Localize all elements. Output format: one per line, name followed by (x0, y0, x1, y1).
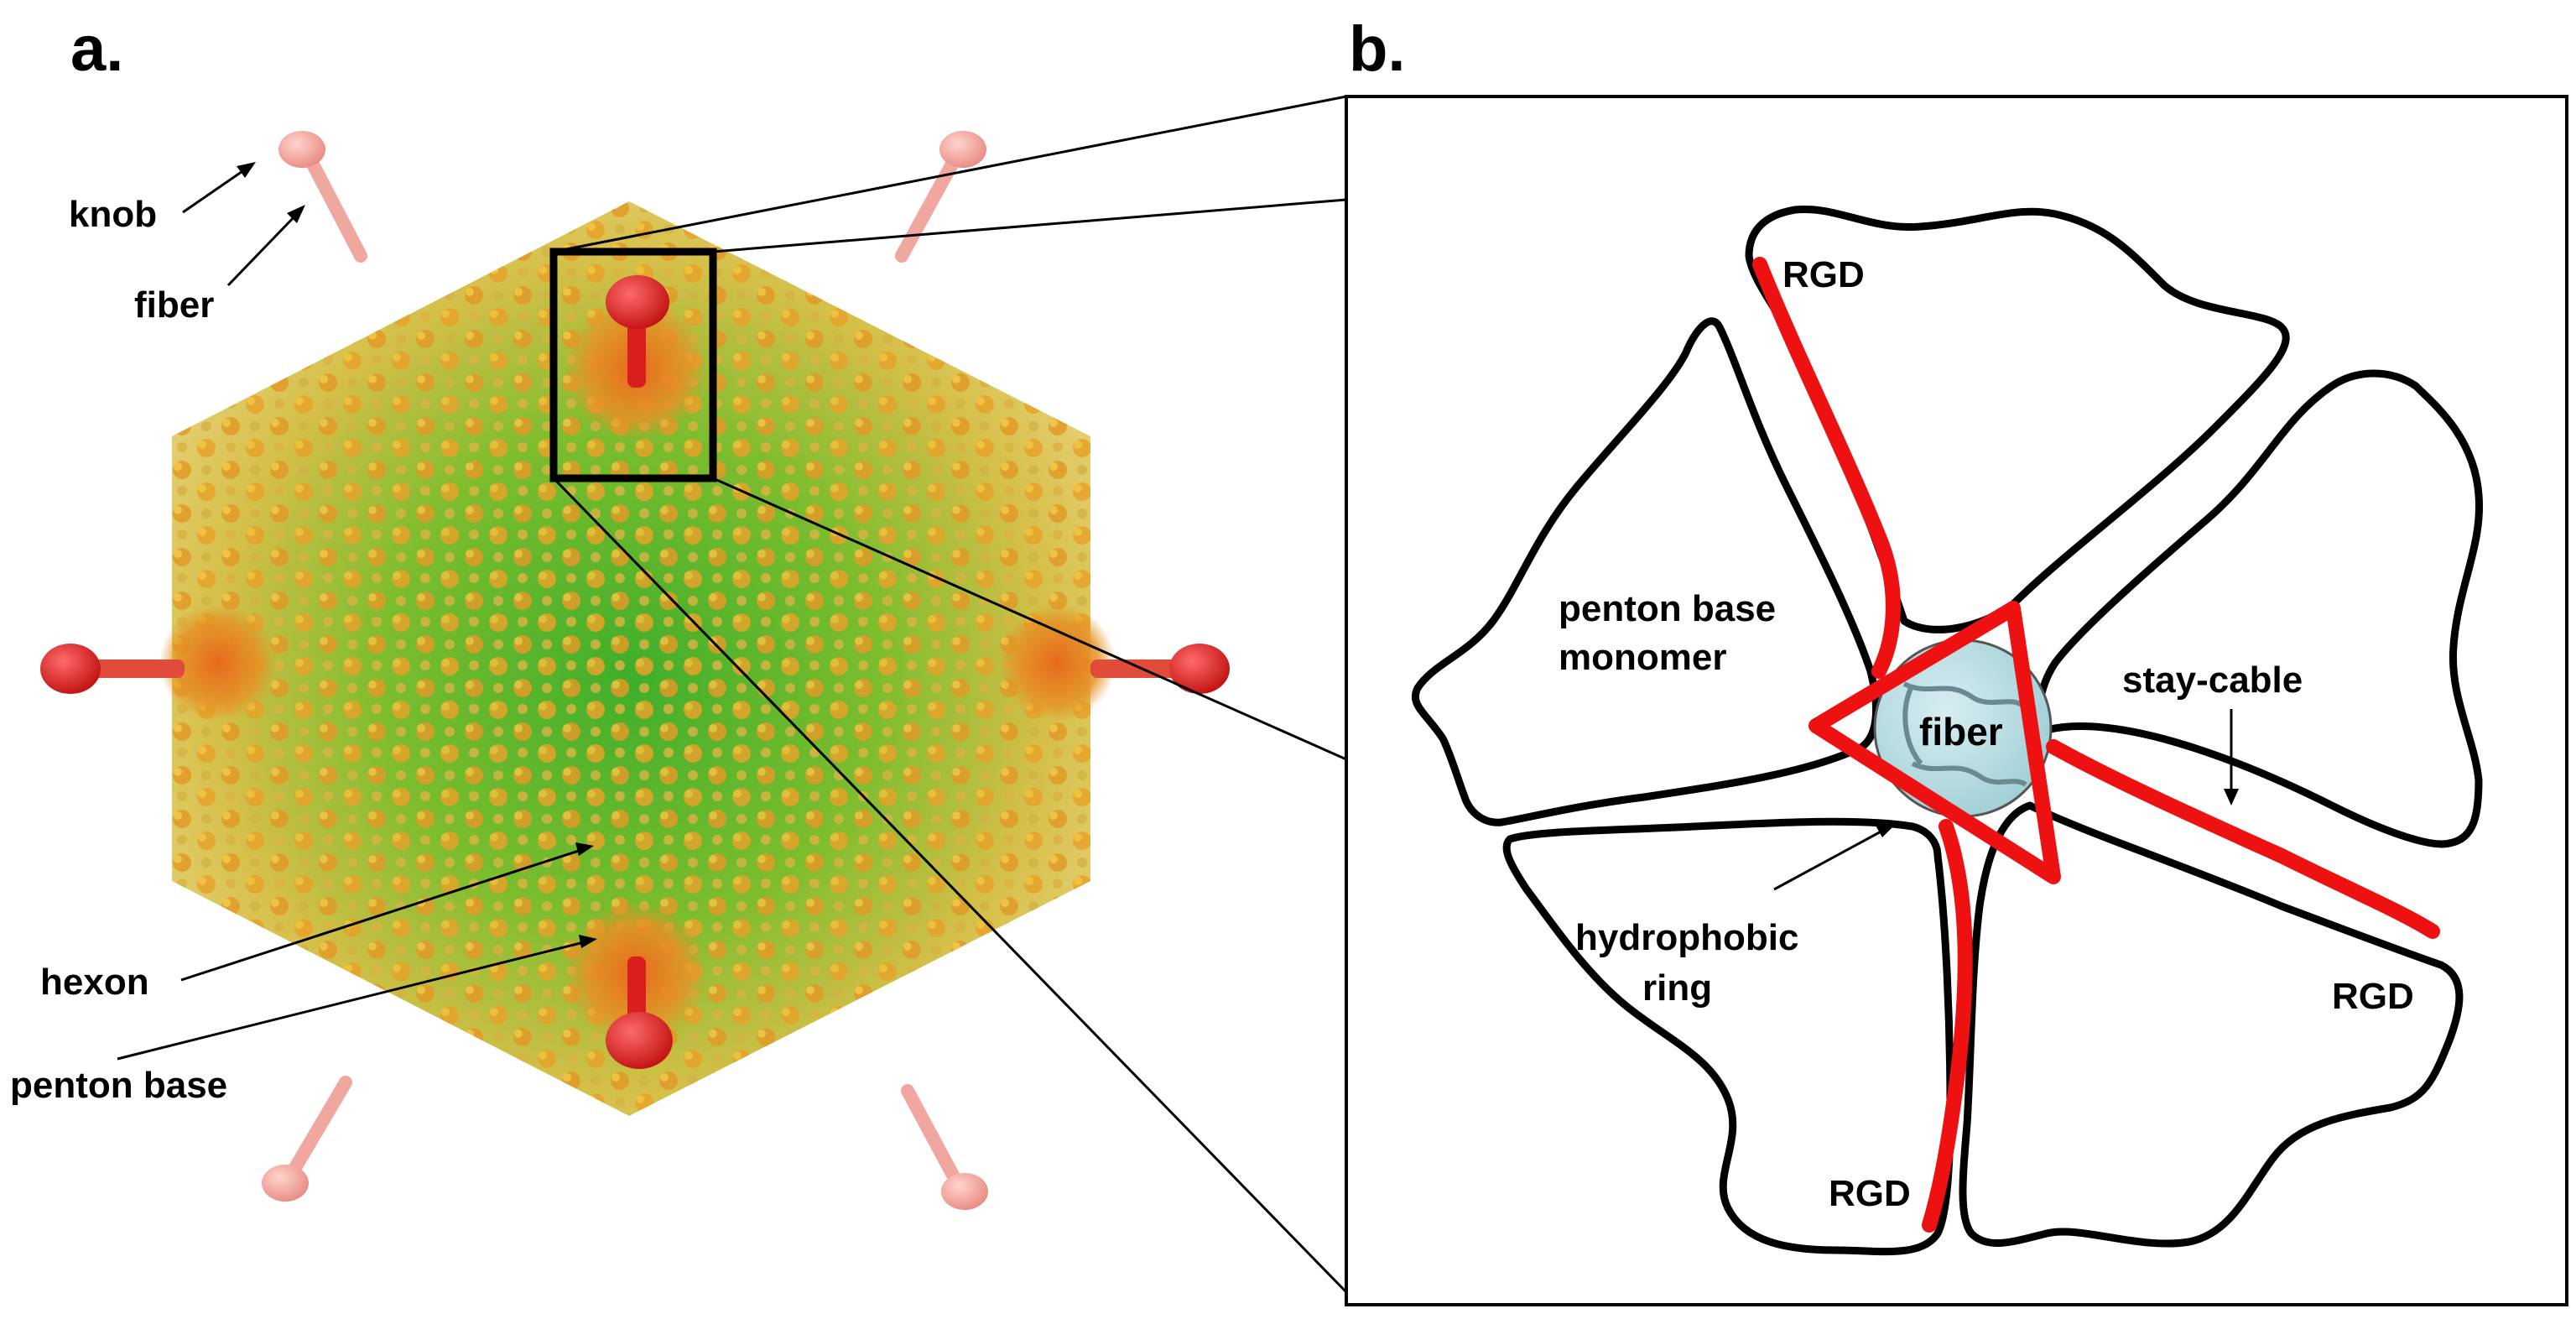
label-fiber-center: fiber (1919, 710, 2003, 753)
stay-cables (1752, 257, 2440, 1233)
stay-cable-right (2046, 739, 2440, 939)
fiber-left (40, 644, 185, 694)
fiber-top (606, 275, 669, 388)
arrow-hexon (180, 847, 585, 982)
fiber-top-right (895, 131, 986, 263)
penton-base-right (998, 604, 1116, 722)
label-rgd-right: RGD (2332, 976, 2414, 1017)
label-hydrophobic-ring-1: hydrophobic (1575, 917, 1798, 958)
corner-fibers (262, 131, 988, 1210)
fiber-bottom (606, 957, 673, 1069)
stay-cable-bottom (1922, 819, 1973, 1233)
monomer-left (1411, 317, 1880, 826)
arrow-knob (182, 166, 248, 214)
panel-b: b. fiber (1345, 13, 2568, 1306)
red-fibers (40, 275, 1230, 1069)
label-penton-base-monomer-1: penton base (1559, 588, 1776, 629)
fiber-bottom-right (901, 1084, 988, 1210)
label-penton-base: penton base (10, 1065, 227, 1106)
monomer-right (2035, 369, 2484, 848)
label-hydrophobic-ring-2: ring (1642, 967, 1712, 1009)
label-rgd-bottom: RGD (1829, 1173, 1911, 1214)
panel-a: a. (10, 13, 1230, 1210)
fiber-bottom-left (262, 1076, 352, 1202)
label-stay-cable: stay-cable (2122, 660, 2303, 701)
label-fiber: fiber (134, 284, 214, 326)
panel-b-letter: b. (1349, 13, 1406, 85)
label-rgd-top: RGD (1782, 254, 1865, 295)
fiber-top-left (278, 131, 367, 263)
zoom-box (549, 248, 717, 482)
panel-b-annotations: RGD RGD RGD penton base monomer stay-cab… (1559, 254, 2414, 1214)
stay-cable-triangle (1808, 601, 2061, 884)
capsid (159, 201, 1116, 1116)
zoom-connectors (552, 95, 1348, 1294)
fiber-disc: fiber (1873, 639, 2053, 818)
stay-cable-top (1752, 257, 1901, 679)
fiber-right (1090, 644, 1230, 694)
monomer-bottom-right (1959, 801, 2464, 1248)
panel-a-letter: a. (70, 13, 123, 85)
label-knob: knob (69, 194, 157, 235)
arrow-fiber (226, 211, 299, 287)
penton-base-left (159, 604, 277, 722)
label-hexon: hexon (40, 962, 149, 1003)
label-penton-base-monomer-2: monomer (1559, 637, 1726, 678)
monomer-bottom-left (1502, 817, 1954, 1256)
arrow-hydrophobic-ring (1773, 827, 1886, 891)
panel-a-annotations: knob fiber hexon penton base (10, 162, 597, 1106)
arrow-penton-base (117, 940, 588, 1061)
